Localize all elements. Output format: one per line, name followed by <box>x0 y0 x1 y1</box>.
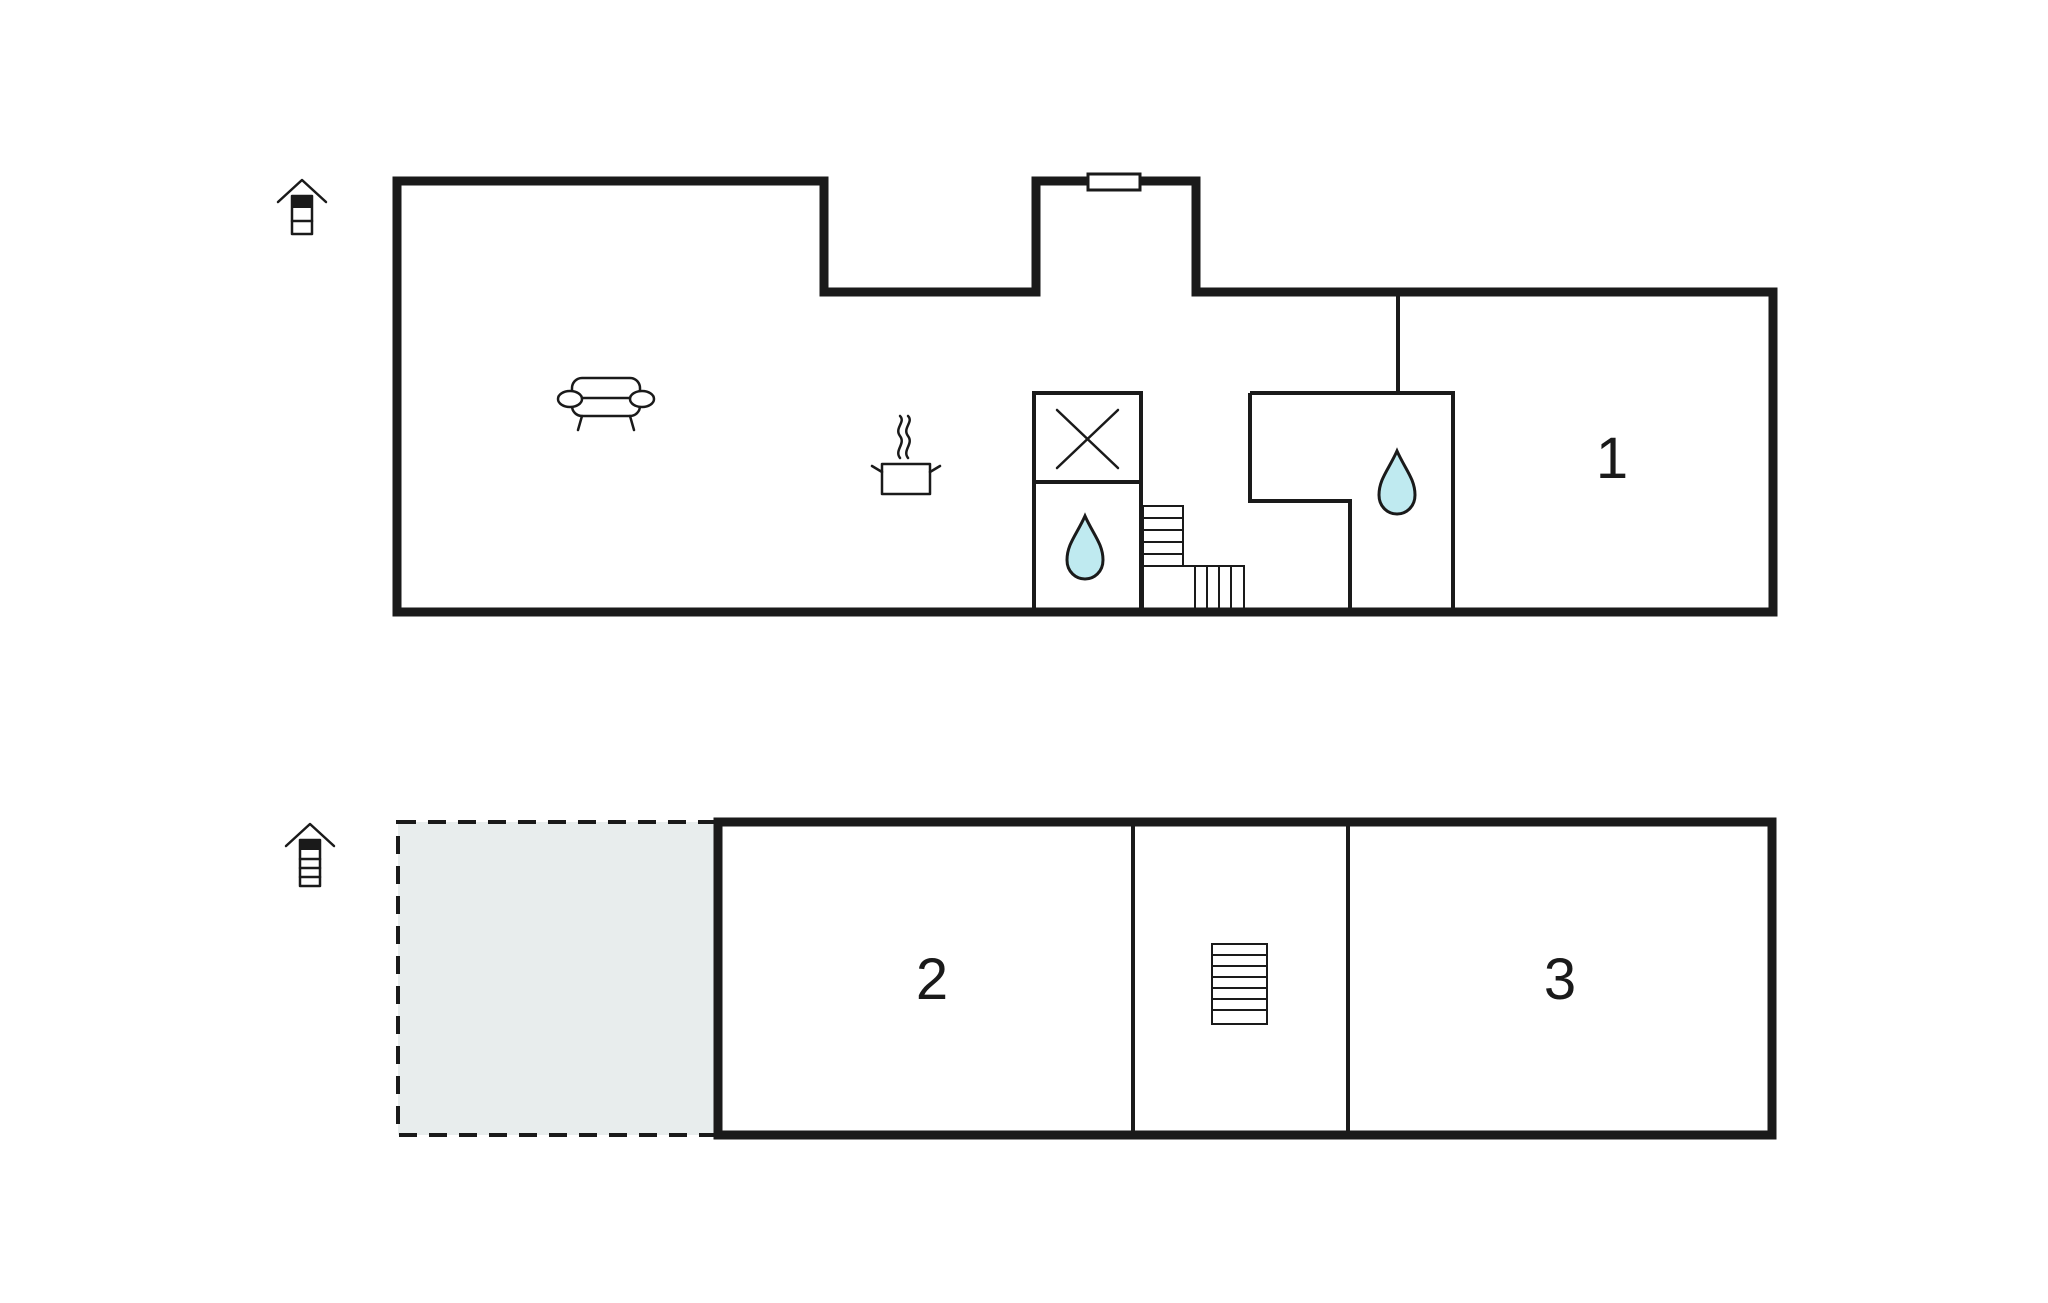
ground-floor-outer-wall <box>392 176 1778 617</box>
room-1-label: 1 <box>1596 426 1628 491</box>
bathroom-room <box>1032 480 1143 612</box>
room-3-label: 3 <box>1544 947 1576 1012</box>
technical-room-cross-icon <box>1055 408 1120 470</box>
water-drop-icon <box>1065 512 1105 581</box>
cooking-pot-icon <box>870 414 942 496</box>
staircase-icon <box>1142 505 1245 611</box>
sofa-icon <box>556 376 656 432</box>
upper-floor-outer-wall <box>713 817 1777 1140</box>
ground-floor: 1 <box>276 172 1778 617</box>
window <box>1086 172 1142 192</box>
staircase-icon <box>1211 943 1268 1025</box>
water-drop-icon <box>1377 447 1417 516</box>
floor-level-ground-icon <box>276 178 328 236</box>
open-void-area <box>396 820 718 1137</box>
upper-floor: 2 3 <box>284 817 1777 1140</box>
floor-level-upper-icon <box>284 822 336 888</box>
room-2-label: 2 <box>916 947 948 1012</box>
bathroom-room <box>1248 391 1455 610</box>
